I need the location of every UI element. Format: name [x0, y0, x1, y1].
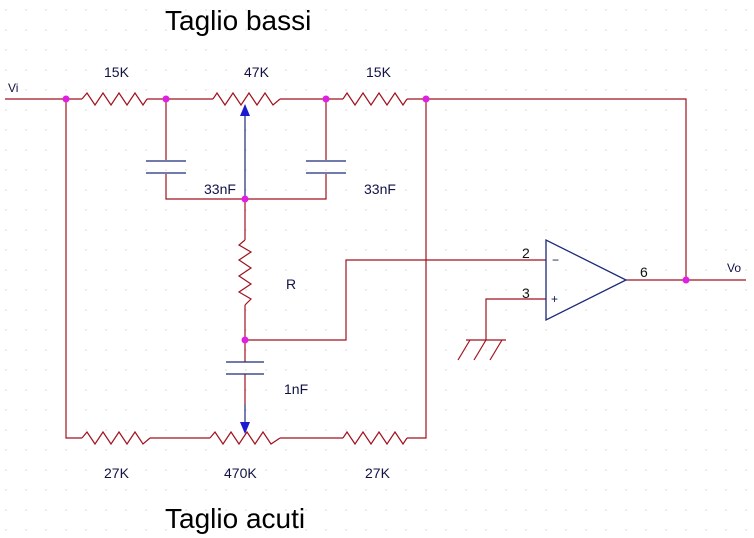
node — [162, 95, 170, 103]
potentiometer-47k — [212, 91, 281, 107]
label-r-mid: R — [286, 276, 296, 292]
wire-left-vertical — [65, 99, 82, 439]
wire-inverting — [245, 259, 546, 341]
opamp-minus-sign: − — [552, 253, 559, 267]
node — [241, 336, 249, 344]
potentiometer-470k — [209, 430, 281, 446]
opamp: − + 2 3 6 — [522, 238, 648, 322]
resistor-r — [237, 239, 253, 306]
label-pot-top: 47K — [244, 64, 270, 80]
wires — [5, 98, 746, 439]
node — [682, 276, 690, 284]
label-vi: Vi — [8, 81, 18, 95]
wipers — [240, 104, 250, 434]
wire-noninverting — [485, 298, 546, 340]
node — [422, 95, 430, 103]
pin-label-6: 6 — [640, 264, 648, 280]
wire-feedback — [407, 98, 687, 280]
label-pot-bot: 470K — [224, 465, 257, 481]
wiper-top-arrow-icon — [240, 104, 250, 116]
label-r-top-left: 15K — [104, 64, 130, 80]
resistor-15k-left — [81, 91, 148, 107]
pin-label-3: 3 — [522, 285, 530, 301]
pin-label-2: 2 — [522, 245, 530, 261]
node — [322, 95, 330, 103]
label-r-top-right: 15K — [366, 64, 392, 80]
label-vo: Vo — [727, 261, 741, 275]
wire-right-vertical — [407, 99, 427, 439]
node — [241, 195, 249, 203]
label-r-bot-left: 27K — [104, 465, 130, 481]
resistor-27k-left — [81, 430, 151, 446]
opamp-triangle — [545, 238, 628, 322]
capacitor-33nf-left — [146, 160, 186, 174]
wiper-bottom-arrow-icon — [240, 422, 250, 434]
grid-dots — [5, 9, 747, 531]
resistors — [81, 91, 408, 446]
resistor-15k-right — [342, 91, 408, 107]
junction-nodes — [62, 95, 690, 344]
label-c-mid: 1nF — [284, 381, 308, 397]
label-c-right: 33nF — [364, 181, 396, 197]
resistor-27k-right — [342, 430, 408, 446]
capacitor-1nf — [226, 361, 264, 375]
wire-cap-right — [245, 99, 327, 200]
label-c-left: 33nF — [204, 181, 236, 197]
capacitors — [146, 160, 346, 375]
opamp-plus-sign: + — [551, 292, 558, 306]
wire-cap-left — [165, 99, 245, 200]
title-bass-cut: Taglio bassi — [165, 5, 311, 36]
node — [62, 95, 70, 103]
title-treble-cut: Taglio acuti — [165, 503, 305, 534]
ground-icon — [457, 339, 506, 361]
component-labels: Vi Vo 15K 47K 15K 33nF 33nF R 1nF 27K 47… — [8, 64, 741, 481]
capacitor-33nf-right — [306, 160, 346, 174]
label-r-bot-right: 27K — [365, 465, 391, 481]
